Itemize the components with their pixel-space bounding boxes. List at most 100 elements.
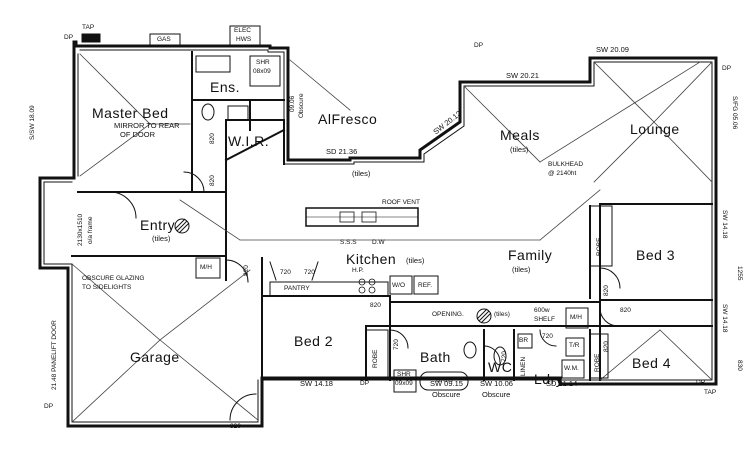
obscure-glazing: OBSCURE GLAZING [82,275,145,282]
sw-2114: SD 21.14 [546,379,578,388]
dim-820-bed4: 820 [603,341,610,352]
dim-720-wc: 720 [501,351,508,362]
room-master-bed: Master Bed [92,105,169,121]
dim-820-hall: 820 [620,307,631,314]
frame-dim-1: 2130x1510 [77,213,84,246]
gas-label: GAS [157,36,171,43]
sw-0915: SW 09.15 [430,379,463,388]
right-830: 830 [736,360,743,371]
side-left: S/SW 18.09 [29,105,36,140]
room-wc: WC [488,359,513,375]
robe-bed4: ROBE [594,353,601,372]
room-bed3: Bed 3 [636,247,676,263]
room-bed2: Bed 2 [294,333,334,349]
manhole-entry: M/H [200,264,212,271]
dishwasher-label: D.W [372,239,385,246]
opening-label: OPENING. [432,311,464,318]
frame-dim-2: o/a frame [87,216,94,244]
dim-820-bed3: 820 [603,285,610,296]
dim-820-wir: 820 [209,133,216,144]
dp-right: DP [722,65,732,72]
room-kitchen: Kitchen [346,251,397,267]
right-1418b: SW 14.18 [721,304,728,333]
room-entry: Entry [140,217,176,233]
sw-1006: SW 10.06 [480,379,513,388]
roof-vent: ROOF VENT [382,199,420,206]
elec-label: ELEC [234,27,251,34]
sink-label: S.S.S [340,239,357,246]
tap-bottom: TAP [704,389,717,396]
tiles-entry: (tiles) [152,234,171,243]
obscure-1006: Obscure [482,390,511,399]
dim-720-ldry: 720 [542,333,553,340]
shelf-1: 600w [534,307,550,314]
obscure-0915: Obscure [432,390,461,399]
outer-walls [38,40,718,428]
mirror-note-2: OF DOOR [120,130,155,139]
pantry-label: PANTRY [284,285,310,292]
tiles-family: (tiles) [512,265,531,274]
right-fg: S/FG 05.06 [731,96,738,130]
dim-820-entry: 820 [209,175,216,186]
dp-label: DP [64,34,74,41]
dp-top: DP [474,42,484,49]
shower-dim: 08x09 [253,68,271,75]
room-meals: Meals [500,127,540,143]
manhole-hall: M/H [570,314,582,321]
room-laundry: Ldry [534,371,564,387]
dim-720-b: 720 [304,269,315,276]
dp-left-bottom: DP [44,403,54,410]
tap-label: TAP [82,24,95,31]
shelf-2: SHELF [534,316,555,323]
dp-bottom-1: DP [360,380,370,387]
dim-720-bath: 720 [393,339,400,350]
interior-walls [71,51,713,381]
obscure-top: Obscure [298,93,305,118]
dim-820-bed2: 820 [370,302,381,309]
right-1255: 1255 [736,266,743,281]
sw-2021: SW 20.21 [506,71,539,80]
broom-label: BR [519,337,529,344]
room-lounge: Lounge [630,121,680,137]
tiles-meals: (tiles) [510,145,529,154]
dim-820-door: 820 [243,265,250,276]
roof-lines [71,53,713,423]
washing-machine-label: W.M. [564,365,579,372]
bath-shower-dim: 09x09 [395,380,413,387]
panelift-door: 21.48 PANELIFT DOOR [51,320,58,390]
hws-label: HWS [236,36,252,43]
to-sidelights: TO SIDELIGHTS [82,284,132,291]
wall-oven-label: W/O [392,282,405,289]
room-alfresco: AlFresco [318,111,378,127]
sw-2009: SW 20.09 [596,45,629,54]
room-ensuite: Ens. [210,79,241,95]
room-wir: W.I.R. [228,133,270,149]
bathtub-label: BATH [436,377,453,384]
room-bed4: Bed 4 [632,355,672,371]
trough-label: T/R [569,342,580,349]
hotplate-label: H.P. [352,267,364,274]
dim-720-a: 720 [280,269,291,276]
sw-1418-bottom: SW 14.18 [300,379,333,388]
sw-2136: SD 21.36 [326,147,358,156]
fridge-label: REF. [418,282,433,289]
room-garage: Garage [130,349,180,365]
hatched-circles [174,218,492,324]
tiles-opening: (tiles) [494,311,510,318]
bulkhead-1: BULKHEAD [548,161,584,168]
linen-label: LINEN [520,356,527,376]
room-bath: Bath [420,349,451,365]
mirror-note-1: MIRROR TO REAR [114,121,180,130]
shower-label: SHR [256,59,270,66]
dim-820-garage: 820 [230,423,241,430]
bulkhead-2: @ 2140ht [548,170,577,177]
right-1418a: SW 14.18 [721,210,728,239]
robe-bed2: ROBE [372,349,379,368]
tiles-kitchen: (tiles) [406,256,425,265]
room-family: Family [508,247,553,263]
dp-bottom-2: DP [696,379,706,386]
dim-0906: 09.06 [289,95,296,112]
robe-bed3: ROBE [596,237,603,256]
tiles-alfresco: (tiles) [352,169,371,178]
